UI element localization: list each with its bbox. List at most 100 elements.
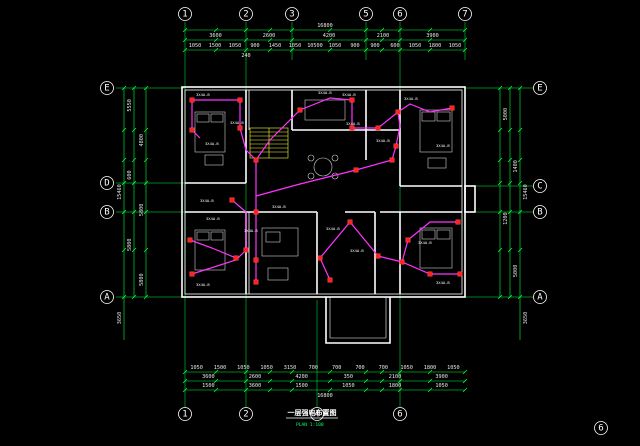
dimension-tick	[121, 157, 127, 163]
grid-bubble-top-2: 3	[285, 7, 299, 21]
dimension-tick	[213, 387, 219, 393]
dimension-value: 1050	[189, 43, 202, 49]
fixture-symbol	[375, 253, 381, 259]
grid-label: A	[104, 293, 110, 303]
dimension-value: 10500	[307, 43, 323, 49]
dimension-value: 1800	[429, 43, 442, 49]
dimension-tick	[182, 27, 188, 33]
fixture-symbol	[229, 197, 235, 203]
grid-bubble-top-4: 6	[393, 7, 407, 21]
circuit-tag: 3X4A-B	[350, 248, 364, 253]
grid-label: 2	[243, 10, 248, 20]
dimension-tick	[497, 127, 503, 133]
dimension-value: 1800	[389, 383, 402, 389]
circuit-tag: 3X4A-B	[404, 96, 418, 101]
dimension-value: 1050	[237, 365, 250, 371]
grid-bubble-bottom-3: 6	[393, 407, 407, 421]
dimension-tick	[289, 378, 295, 384]
dimension-value: 16800	[317, 23, 333, 29]
fixture-symbol	[349, 97, 355, 103]
fixture-symbol	[253, 209, 259, 215]
grid-bubble-top-0: 1	[178, 7, 192, 21]
dimension-tick	[213, 27, 219, 33]
circuit-tag: 3X4A-B	[318, 90, 332, 95]
dimension-value: 1400	[513, 160, 519, 173]
fixture-symbol	[253, 279, 259, 285]
dimension-value: 1500	[214, 365, 227, 371]
dimension-value: 5800	[139, 273, 145, 286]
circuit-tags: 3X4A-B 3X4A-B 3X4A-B 3X4A-B 3X4A-B 3X4A-B 3X4A…	[196, 90, 450, 287]
dimension-value: 15460	[523, 184, 529, 200]
dimension-ticks	[121, 27, 523, 393]
fixture-symbol	[449, 105, 455, 111]
dimension-tick	[243, 47, 249, 53]
dimension-tick	[289, 369, 295, 375]
grid-bubble-right-2: B	[533, 205, 547, 219]
dimension-tick	[507, 127, 513, 133]
fixture-symbol	[187, 237, 193, 243]
dimension-tick	[182, 369, 188, 375]
grid-bubble-corner: 6	[594, 421, 608, 435]
grid-label: E	[104, 84, 109, 94]
dimension-value: 350	[344, 374, 353, 380]
dimension-tick	[327, 369, 333, 375]
dimension-tick	[327, 37, 333, 43]
dimension-value: 1050	[329, 43, 342, 49]
dimension-tick	[143, 157, 149, 163]
dimension-tick	[379, 378, 385, 384]
dimension-tick	[507, 85, 513, 91]
dimension-tick	[427, 387, 433, 393]
dimension-value: 5550	[127, 99, 133, 112]
dimension-tick	[363, 378, 369, 384]
electrical-fixtures	[187, 97, 463, 285]
dimension-tick	[267, 37, 273, 43]
dimension-value: 3600	[202, 374, 215, 380]
dimension-tick	[121, 127, 127, 133]
fixture-symbol	[389, 157, 395, 163]
walls	[181, 86, 476, 344]
grid-label: 3	[289, 10, 294, 20]
dimension-value: 1500	[295, 383, 308, 389]
circuit-tag: 3X4A-B	[196, 282, 210, 287]
dimension-tick	[517, 294, 523, 300]
dimension-tick	[379, 37, 385, 43]
dimension-tick	[121, 294, 127, 300]
dimension-value: 3650	[523, 312, 529, 325]
dimension-tick	[462, 47, 468, 53]
grid-label: 5	[363, 10, 368, 20]
dimension-tick	[267, 47, 273, 53]
dimension-tick	[243, 378, 249, 384]
dimension-tick	[427, 27, 433, 33]
grid-label: 6	[598, 424, 603, 434]
dimension-value: 2600	[263, 33, 276, 39]
dimension-tick	[397, 47, 403, 53]
fixture-symbol	[399, 259, 405, 265]
grid-bubble-left-1: D	[100, 176, 114, 190]
dimension-tick	[379, 369, 385, 375]
dimension-tick	[131, 247, 137, 253]
fixture-symbol	[327, 277, 333, 283]
grid-label: B	[104, 208, 109, 218]
drawing-scale: PLAN 1:100	[296, 422, 324, 428]
grid-bubble-left-2: B	[100, 205, 114, 219]
dimension-tick	[462, 378, 468, 384]
circuit-tag: 3X4A-B	[326, 226, 340, 231]
dimension-tick	[497, 209, 503, 215]
grid-bubble-right-0: E	[533, 81, 547, 95]
dimension-tick	[213, 47, 219, 53]
dimension-value: 600	[390, 43, 399, 49]
dimension-tick	[497, 157, 503, 163]
dimension-value: 700	[379, 365, 388, 371]
grid-label: 1	[182, 10, 187, 20]
dimension-tick	[121, 85, 127, 91]
circuit-tag: 3X4A-B	[196, 92, 210, 97]
fixture-symbol	[233, 255, 239, 261]
dimension-tick	[507, 294, 513, 300]
dimension-value: 15460	[117, 184, 123, 200]
dimension-tick	[213, 378, 219, 384]
dimension-tick	[462, 37, 468, 43]
dimension-tick	[427, 37, 433, 43]
circuit-tag: 3X4A-B	[200, 198, 214, 203]
